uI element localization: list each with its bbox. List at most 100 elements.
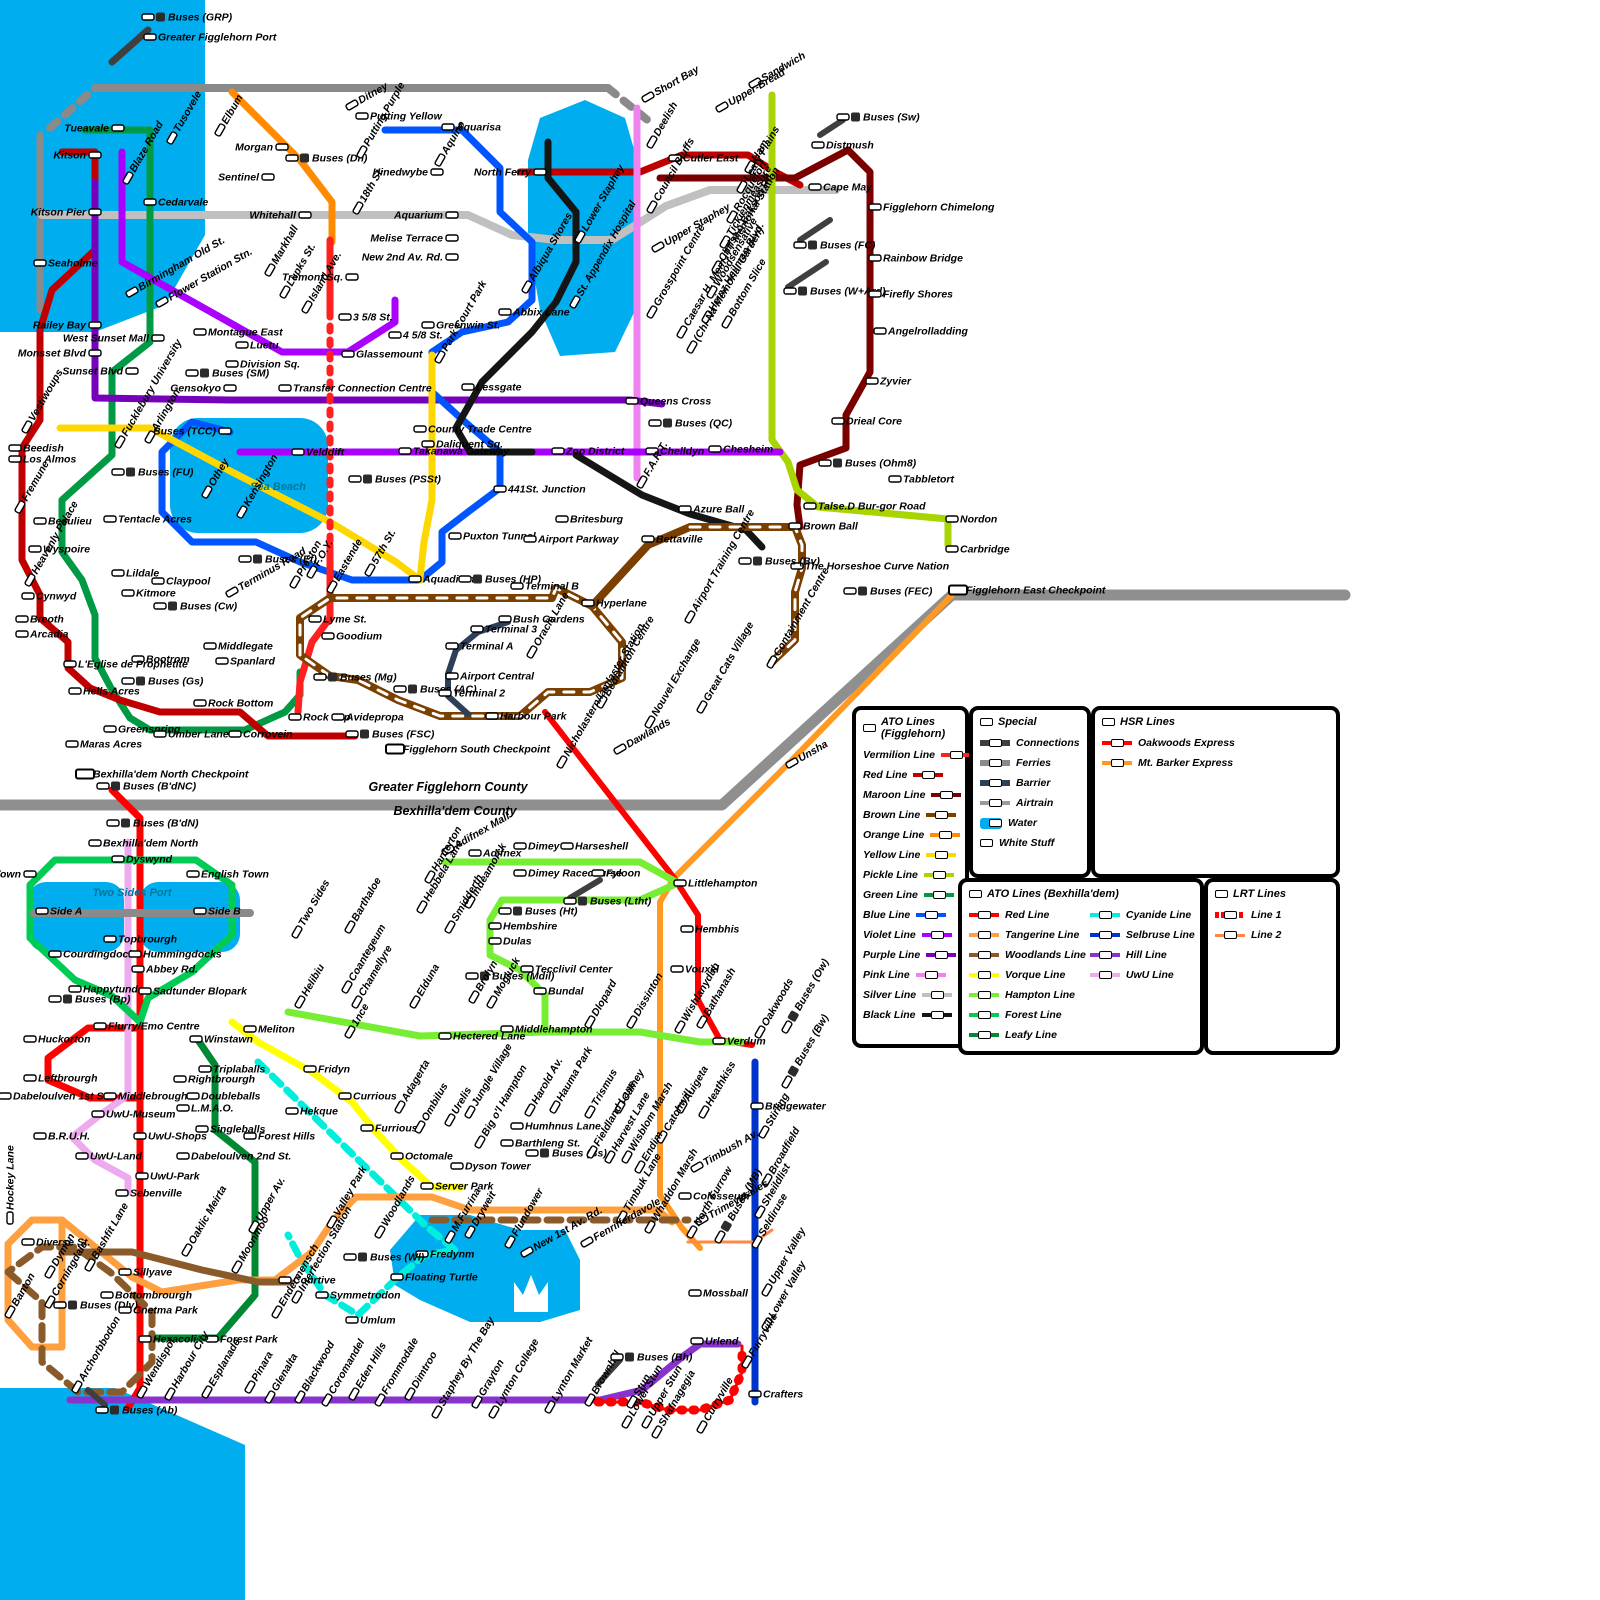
station-marker xyxy=(15,615,29,623)
legend-line-swatch xyxy=(980,798,1010,807)
legend-item-label: Silver Line xyxy=(863,989,917,1001)
station-marker xyxy=(873,327,887,335)
station: Takanawa Gateway xyxy=(398,446,510,458)
station-marker xyxy=(96,782,110,790)
legend-item-label: Red Line xyxy=(1005,909,1050,921)
legend-marker-icon xyxy=(978,1010,991,1019)
station: Chesheim xyxy=(708,444,773,456)
station-label: Dimtroo xyxy=(409,1349,440,1390)
station-marker xyxy=(500,1025,514,1033)
station-marker xyxy=(690,1161,704,1173)
legend-item-label: White Stuff xyxy=(999,837,1055,849)
station: Buses (Cw) xyxy=(153,601,238,613)
station: Sunset Blvd xyxy=(62,366,139,378)
station-label: Morgan xyxy=(235,142,273,154)
station-label: Doubleballs xyxy=(201,1091,261,1103)
uwu-line xyxy=(68,838,132,1196)
station-marker xyxy=(736,180,748,194)
station: Side A xyxy=(35,906,82,918)
legend-line-swatch xyxy=(1215,910,1245,919)
station-marker xyxy=(189,1035,203,1043)
station-label: Deelish xyxy=(651,100,680,138)
station: Courdingdocks xyxy=(48,949,140,961)
station-marker xyxy=(135,1172,149,1180)
station-marker xyxy=(93,1022,107,1030)
station-label: County Trade Centre xyxy=(428,424,532,436)
county-label: Bexhilla'dem County xyxy=(393,804,517,818)
station-marker xyxy=(125,286,139,298)
station-label: Bottombrourgh xyxy=(115,1290,192,1302)
station-marker xyxy=(21,420,33,434)
station-marker xyxy=(648,419,662,427)
station-marker xyxy=(65,740,79,748)
station-label: Buses (Bw) xyxy=(792,1012,831,1068)
station-marker xyxy=(438,1032,452,1040)
legend-line-swatch xyxy=(969,950,999,959)
legend-marker-icon xyxy=(1224,930,1237,939)
station-marker xyxy=(688,1289,702,1297)
station-label: Dlopard xyxy=(589,977,620,1018)
station-marker xyxy=(656,1130,668,1144)
station-label: Vestiwoups xyxy=(26,367,65,423)
legend-item: Ferries xyxy=(980,753,1080,773)
station-marker xyxy=(198,1065,212,1073)
station-marker xyxy=(719,235,731,249)
station-label: Kitson xyxy=(53,150,86,162)
station-marker xyxy=(271,1305,283,1319)
station: Dulas xyxy=(488,936,532,948)
station-label: Buses (Bv) xyxy=(765,556,820,568)
legend-line-swatch xyxy=(922,990,953,999)
legend-item: Yellow Line xyxy=(863,845,958,865)
station-marker xyxy=(218,427,232,435)
hampton-line xyxy=(441,858,682,1036)
legend-item: Blue Line xyxy=(863,905,958,925)
station-label: Buses (Mdil) xyxy=(492,971,555,983)
station-marker xyxy=(88,208,102,216)
station-label: Brown Ball xyxy=(803,521,859,533)
bus-icon xyxy=(473,574,482,584)
station-marker xyxy=(103,1092,117,1100)
station-label: Montague East xyxy=(208,327,283,339)
station: Tremont Sq. xyxy=(282,272,359,284)
station: Buses (SM) xyxy=(185,368,270,380)
black-line xyxy=(452,138,580,456)
station: Lildale xyxy=(111,568,159,580)
station-label: Tremont Sq. xyxy=(282,272,343,284)
ferry xyxy=(604,84,654,126)
station-label: Middlehampton xyxy=(515,1024,593,1036)
brown-line xyxy=(298,586,624,718)
station-marker xyxy=(203,642,217,650)
station-marker xyxy=(48,950,62,958)
station: County Trade Centre xyxy=(413,424,532,436)
station-marker xyxy=(680,925,694,933)
station-label: Mossball xyxy=(703,1288,749,1300)
station-marker xyxy=(445,211,459,219)
station-marker xyxy=(264,1390,276,1404)
station-marker xyxy=(294,1390,306,1404)
station-marker xyxy=(498,308,512,316)
station-marker xyxy=(421,440,435,448)
connection xyxy=(797,217,833,243)
station-marker xyxy=(584,1105,596,1119)
station-marker xyxy=(121,589,135,597)
station-marker xyxy=(431,1405,443,1419)
station: Dabeloulven 2nd St. xyxy=(176,1151,291,1163)
station: Chelldyn xyxy=(645,446,704,458)
bus-icon xyxy=(363,474,372,484)
station: Fremune xyxy=(14,459,52,514)
station: Meliton xyxy=(243,1024,295,1036)
station-marker xyxy=(651,241,665,253)
legend-marker-icon xyxy=(969,890,982,898)
station-marker xyxy=(811,141,825,149)
station-marker xyxy=(223,384,237,392)
station-marker xyxy=(646,305,658,319)
station: Kitson xyxy=(53,150,102,162)
station-marker xyxy=(298,211,312,219)
station-marker xyxy=(461,383,475,391)
station: Triplaballs xyxy=(198,1064,265,1076)
station-marker xyxy=(788,522,802,530)
station: Elduna xyxy=(409,962,442,1009)
station: Two Sides xyxy=(291,878,332,939)
station-marker xyxy=(754,1025,766,1039)
